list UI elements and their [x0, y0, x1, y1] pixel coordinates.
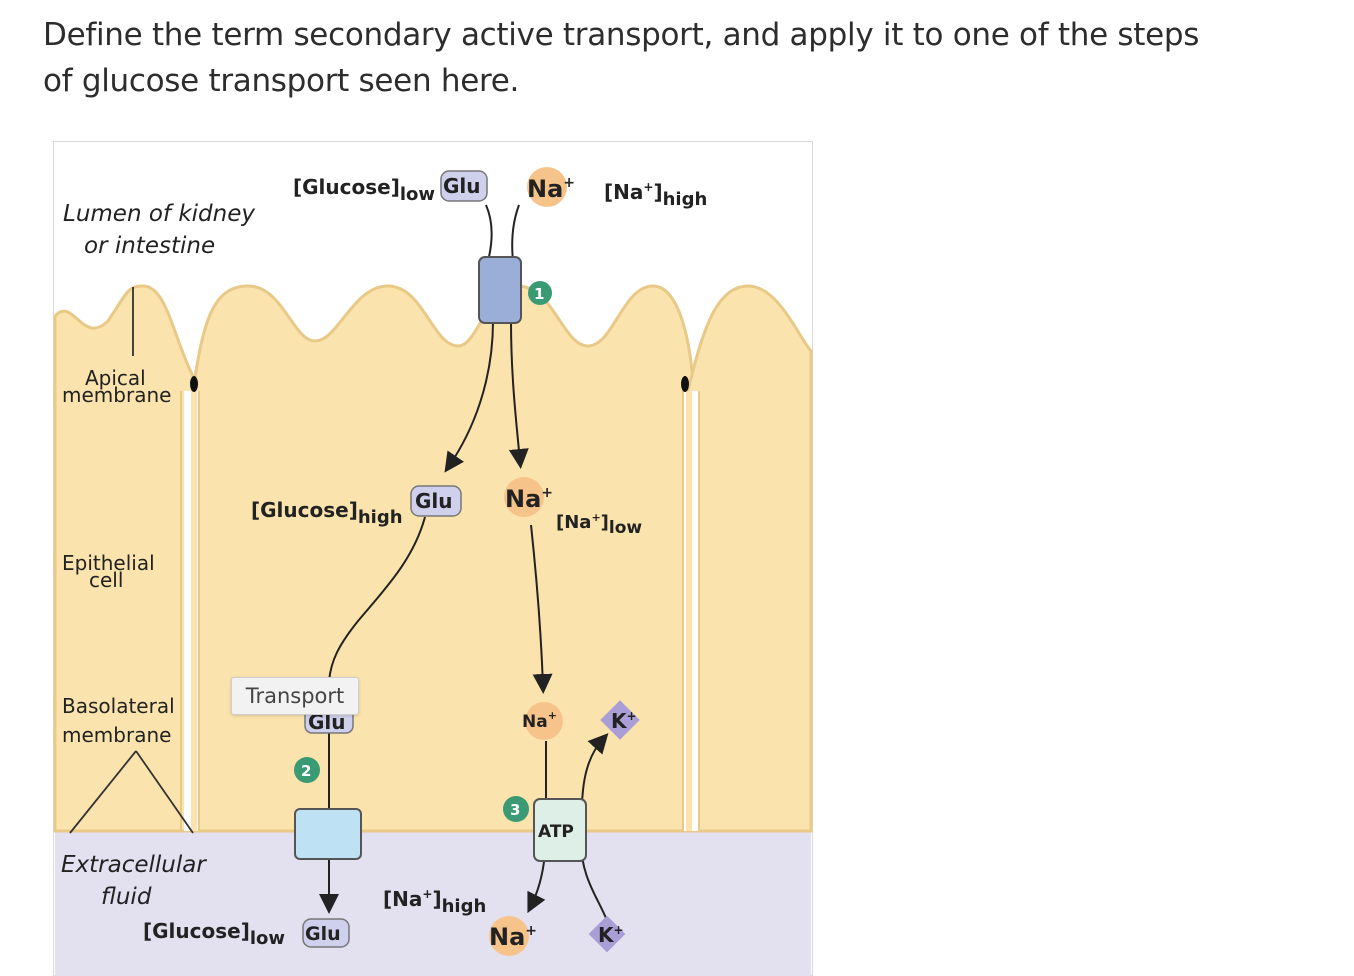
epithelial-cell	[191, 284, 695, 833]
step-3-marker: 3	[503, 796, 529, 822]
extracellular-label-1: Extracellular	[61, 852, 207, 878]
step-2-marker: 2	[294, 757, 320, 783]
svg-text:K+: K+	[598, 923, 624, 947]
step-1-marker: 1	[528, 281, 552, 305]
apical-label-1: Apical	[85, 366, 146, 390]
glut-transporter	[294, 808, 362, 860]
na-entry-path	[511, 204, 520, 262]
left-cell	[53, 284, 200, 833]
svg-text:K+: K+	[611, 709, 637, 733]
na-ion-mid: Na+	[504, 477, 553, 517]
glu-molecule-top: Glu	[440, 170, 488, 202]
glu-entry-path	[485, 204, 493, 262]
k-ion-top: K+	[600, 700, 640, 740]
na-k-atpase	[533, 798, 587, 862]
transport-tooltip: Transport	[231, 677, 359, 715]
na-conc-top: [Na+]high	[604, 180, 707, 210]
na-conc-mid: [Na+]low	[556, 511, 642, 538]
na-conc-bottom: [Na+]high	[383, 887, 486, 917]
basolateral-label-2: membrane	[62, 723, 171, 747]
extracellular-region	[55, 831, 811, 976]
svg-text:Na+: Na+	[489, 923, 537, 951]
apical-label-2: membrane	[62, 383, 171, 407]
basolateral-pointer-right	[135, 750, 194, 834]
glucose-conc-top: [Glucose]low	[293, 175, 435, 205]
lumen-label-2: or intestine	[84, 233, 215, 259]
svg-text:Glu: Glu	[305, 923, 341, 945]
lumen-label-1: Lumen of kidney	[63, 201, 255, 227]
na-ion-basolateral: Na+	[522, 702, 563, 740]
glu-cotransport-arrow	[444, 320, 494, 473]
cell-edge-right	[686, 391, 692, 831]
glu-molecule-bottom: Glu	[302, 918, 350, 948]
k-ion-bottom: K+	[588, 915, 626, 953]
na-cotransport-arrow	[508, 320, 529, 469]
basolateral-pointer-left	[69, 750, 137, 834]
epithelial-label-1: Epithelial	[62, 551, 155, 575]
cell-edge-left	[191, 391, 197, 831]
tight-junction-right	[681, 376, 689, 392]
na-diffusion-arrow	[530, 524, 553, 694]
right-cell	[686, 284, 813, 833]
cell-borders	[180, 391, 700, 831]
na-glucose-symporter	[478, 256, 522, 324]
svg-text:Na+: Na+	[505, 485, 553, 513]
svg-text:Na+: Na+	[527, 175, 575, 203]
question-text: Define the term secondary active transpo…	[43, 17, 1200, 99]
tight-junction-left	[190, 376, 198, 392]
glucose-transport-diagram: Lumen of kidney or intestine Apical memb…	[53, 141, 813, 976]
diagram-canvas: Lumen of kidney or intestine Apical memb…	[53, 141, 813, 976]
svg-text:2: 2	[301, 762, 311, 780]
svg-text:Glu: Glu	[415, 489, 453, 513]
na-ion-bottom: Na+	[489, 916, 537, 956]
glucose-conc-bottom: [Glucose]low	[143, 919, 285, 949]
na-ion-top: Na+	[527, 167, 575, 207]
epithelial-label-2: cell	[89, 568, 123, 592]
atp-label: ATP	[538, 822, 574, 842]
svg-text:3: 3	[510, 801, 520, 819]
svg-text:Na+: Na+	[522, 709, 557, 732]
glu-diffusion-path	[328, 516, 426, 682]
glu-molecule-mid: Glu	[410, 485, 462, 517]
extracellular-label-2: fluid	[101, 884, 152, 910]
svg-text:Glu: Glu	[443, 174, 481, 198]
basolateral-label-1: Basolateral	[62, 694, 175, 718]
glucose-conc-mid: [Glucose]high	[251, 498, 403, 528]
svg-text:1: 1	[534, 285, 544, 303]
